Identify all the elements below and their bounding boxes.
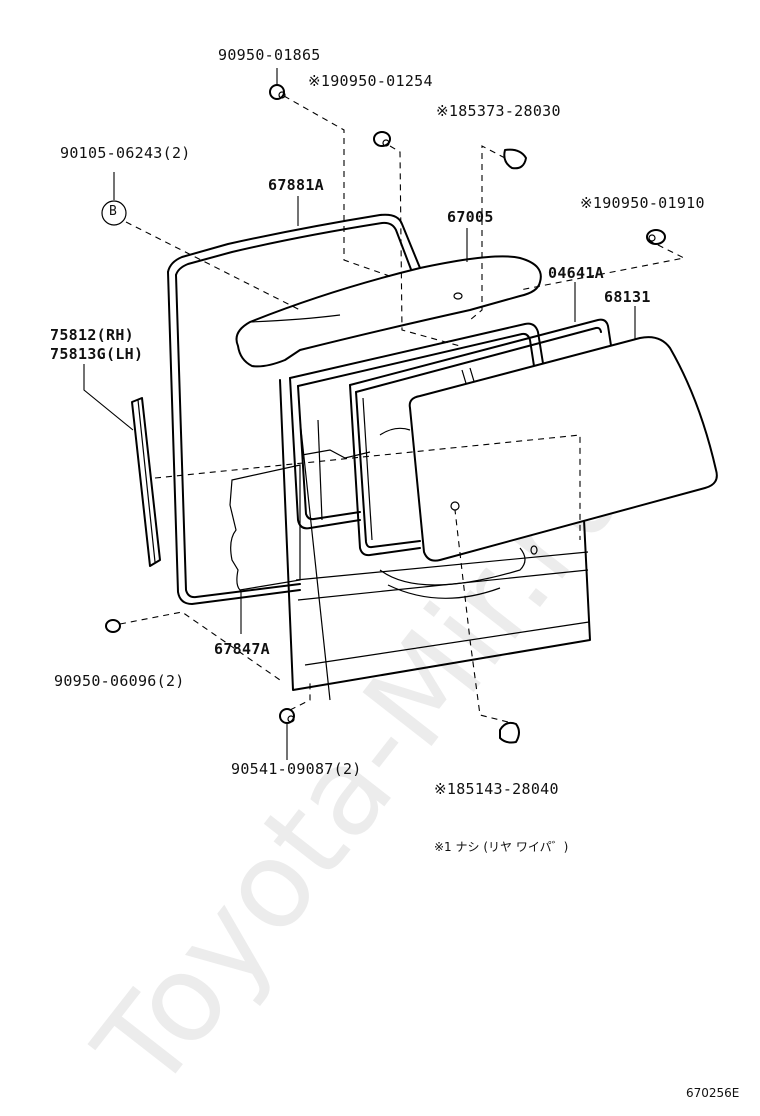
label-90541-09087: 90541-09087(2) — [231, 760, 362, 778]
door-window-frame — [289, 322, 561, 530]
label-67881a: 67881A — [268, 176, 324, 194]
label-90950-01865: 90950-01865 — [218, 46, 321, 64]
glass-weatherstrip-04641a — [349, 318, 613, 557]
label-90105-06243: 90105-06243(2) — [60, 144, 191, 162]
dashed-guide-lines — [119, 95, 686, 723]
label-04641a: 04641A — [548, 264, 604, 282]
spoiler-67005 — [235, 255, 542, 368]
leader-lines — [83, 68, 636, 760]
label-67847a: 67847A — [214, 640, 270, 658]
callout-b-circle — [101, 200, 127, 226]
clip-90950-01910 — [646, 229, 666, 245]
label-90950-06096: 90950-06096(2) — [54, 672, 185, 690]
footnote: ※1 ナシ (リヤ ワイパ゛) — [434, 840, 569, 854]
cap-85143-28040 — [499, 721, 520, 744]
label-75812-rh: 75812(RH) — [50, 326, 134, 344]
callout-b-label: B — [109, 204, 118, 219]
side-moulding-75812 — [131, 397, 161, 567]
label-68131: 68131 — [604, 288, 651, 306]
clip-90541-09087 — [279, 708, 295, 724]
service-hole-cover-67847a — [229, 464, 301, 591]
label-90950-01254: ※190950-01254 — [308, 72, 433, 90]
clip-90950-01254 — [373, 131, 391, 147]
figure-id: 670256E — [686, 1086, 740, 1100]
label-85143-28040: ※185143-28040 — [434, 780, 559, 798]
label-75813g-lh: 75813G(LH) — [50, 345, 144, 363]
back-window-glass-68131 — [408, 336, 718, 562]
clip-90950-01865 — [269, 84, 286, 100]
fastener-clips — [105, 84, 666, 744]
clip-85373-28030 — [503, 148, 527, 170]
door-lower-detail — [379, 545, 538, 599]
label-90950-01910: ※190950-01910 — [580, 194, 705, 212]
label-85373-28030: ※185373-28030 — [436, 102, 561, 120]
label-67005: 67005 — [447, 208, 494, 226]
weatherstrip-67881a — [167, 213, 421, 605]
plug-90950-06096 — [105, 619, 121, 633]
